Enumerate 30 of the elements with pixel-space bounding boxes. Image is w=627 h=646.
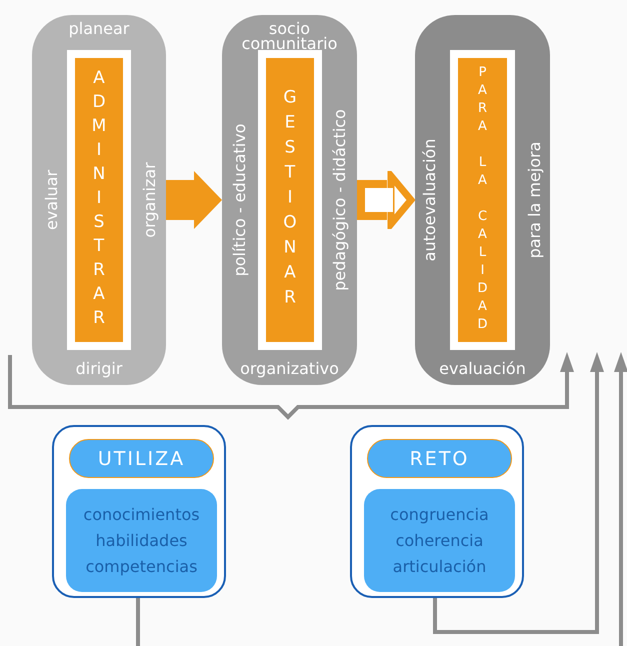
panel-label: pedagógico - didáctico bbox=[330, 109, 350, 291]
word-list: congruencia coherencia articulación bbox=[390, 502, 489, 580]
heading-label: RETO bbox=[410, 448, 470, 470]
list-panel bbox=[364, 489, 515, 592]
panel-label: evaluación bbox=[438, 361, 527, 376]
rounded-panel bbox=[222, 15, 357, 385]
rounded-card bbox=[52, 425, 226, 598]
rounded-card bbox=[350, 425, 524, 598]
panel-label: planear bbox=[68, 21, 130, 36]
panel-label: organizar bbox=[140, 162, 160, 238]
vertical-banner bbox=[450, 50, 515, 350]
word-list: conocimientos habilidades competencias bbox=[83, 502, 200, 580]
list-panel bbox=[66, 489, 217, 592]
panel-label: socio comunitario bbox=[240, 21, 338, 51]
title-pill bbox=[69, 439, 214, 478]
vertical-banner bbox=[67, 50, 131, 350]
panel-label: organizativo bbox=[239, 361, 340, 376]
vertical-banner bbox=[258, 50, 322, 350]
vertical-label: GESTIONAR bbox=[280, 88, 300, 312]
vertical-label: PARA LA CALIDAD bbox=[475, 65, 490, 335]
panel-label: evaluar bbox=[42, 170, 62, 230]
panel-label: político - educativo bbox=[230, 124, 250, 276]
heading-label: UTILIZA bbox=[98, 448, 186, 470]
rounded-panel bbox=[415, 15, 550, 385]
rounded-panel bbox=[32, 15, 166, 385]
panel-label: autoevaluación bbox=[420, 138, 440, 262]
title-pill bbox=[367, 439, 512, 478]
vertical-label: ADMINISTRAR bbox=[89, 68, 109, 332]
panel-label: dirigir bbox=[74, 361, 124, 376]
panel-label: para la mejora bbox=[525, 142, 545, 258]
